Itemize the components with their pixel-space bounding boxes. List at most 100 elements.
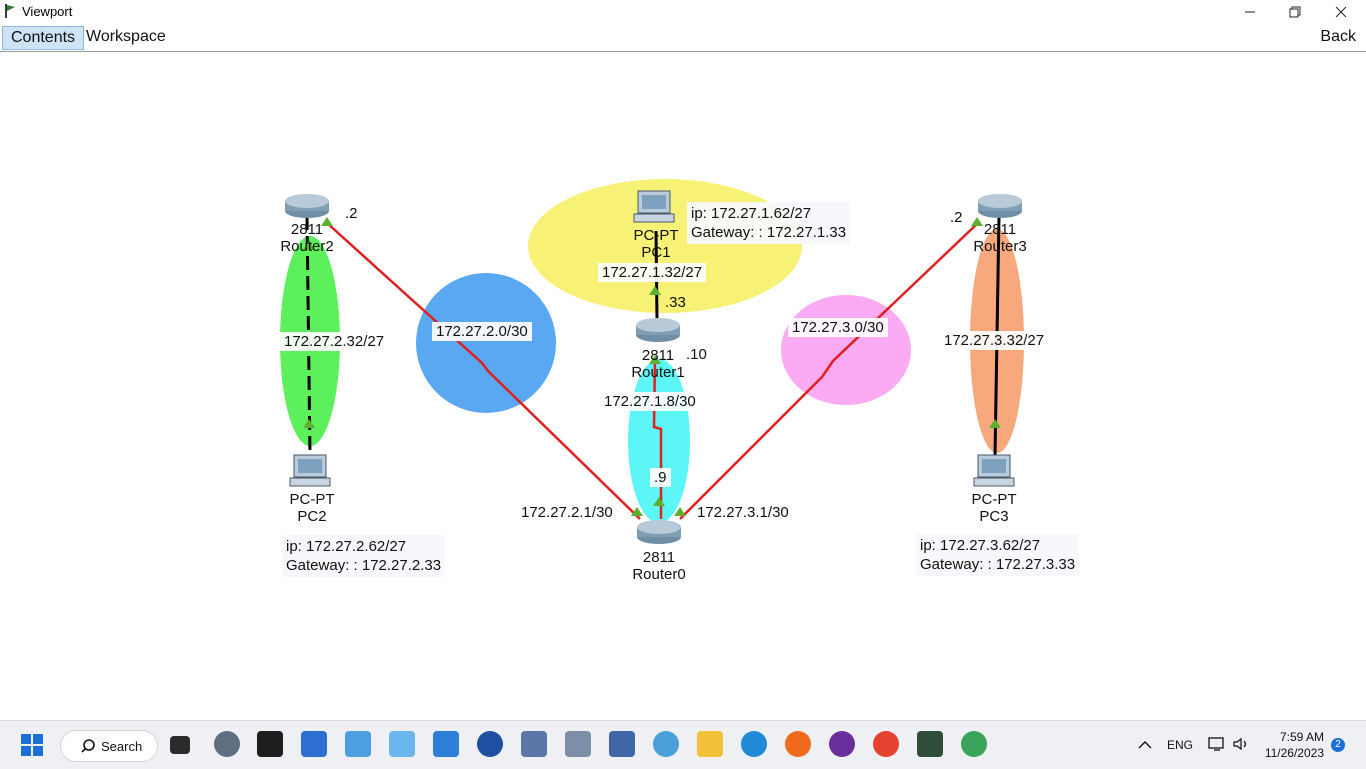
remote-desktop-icon[interactable] bbox=[345, 731, 371, 757]
search-label: Search bbox=[101, 739, 143, 754]
pc1-label[interactable]: PC-PT PC1 bbox=[626, 227, 686, 261]
pc3-info-note: ip: 172.27.3.62/27 Gateway: : 172.27.3.3… bbox=[916, 534, 1080, 576]
pc2-label[interactable]: PC-PT PC2 bbox=[282, 491, 342, 525]
workspace-tab[interactable]: Workspace bbox=[86, 28, 166, 45]
terminal-icon[interactable] bbox=[257, 731, 283, 757]
lan1-network-label: 172.27.1.32/27 bbox=[598, 263, 707, 282]
router0-r3-port-label: 172.27.3.1/30 bbox=[697, 504, 789, 521]
maximize-button[interactable] bbox=[1272, 0, 1318, 23]
pc1-name: PC1 bbox=[641, 244, 671, 261]
settings-icon[interactable] bbox=[214, 731, 240, 757]
router0-r2-port-label: 172.27.2.1/30 bbox=[521, 504, 613, 521]
volume-icon[interactable] bbox=[1232, 736, 1250, 752]
notepad-icon[interactable] bbox=[433, 731, 459, 757]
network-status-icon[interactable] bbox=[1208, 736, 1226, 752]
pc3-ip: ip: 172.27.3.62/27 bbox=[920, 537, 1041, 554]
router0-name: Router0 bbox=[632, 566, 686, 583]
start-icon[interactable] bbox=[21, 734, 43, 756]
pc2-model: PC-PT bbox=[289, 491, 335, 508]
topology-canvas[interactable]: 2811 Router2 2811 Router3 2811 Router1 2… bbox=[0, 51, 1366, 721]
file-explorer-icon[interactable] bbox=[697, 731, 723, 757]
pc2-gateway: Gateway: : 172.27.2.33 bbox=[286, 557, 442, 574]
lan2-network-label: 172.27.2.32/27 bbox=[280, 332, 389, 351]
title-bar: Viewport bbox=[0, 0, 1366, 23]
wan1-network-label: 172.27.1.8/30 bbox=[600, 392, 700, 411]
router1-wan-port-label: .10 bbox=[686, 346, 707, 363]
edge-icon[interactable] bbox=[741, 731, 767, 757]
link-router0-router2 bbox=[326, 222, 641, 520]
lan3-network-label: 172.27.3.32/27 bbox=[940, 331, 1049, 350]
language-indicator[interactable]: ENG bbox=[1167, 738, 1194, 752]
clock-date: 11/26/2023 bbox=[1264, 746, 1324, 760]
router1-label[interactable]: 2811 Router1 bbox=[628, 347, 688, 381]
network-icon[interactable] bbox=[389, 731, 415, 757]
minimize-icon bbox=[1245, 11, 1255, 12]
packet-tracer-2-icon[interactable] bbox=[917, 731, 943, 757]
media-icon[interactable] bbox=[829, 731, 855, 757]
router2-label[interactable]: 2811 Router2 bbox=[280, 221, 334, 255]
window-title: Viewport bbox=[22, 4, 73, 19]
clock[interactable]: 7:59 AM 11/26/2023 bbox=[1258, 729, 1324, 761]
search-icon bbox=[81, 739, 95, 753]
pc1-ip: ip: 172.27.1.62/27 bbox=[691, 205, 812, 222]
pc2-icon bbox=[289, 454, 331, 487]
pc2-name: PC2 bbox=[297, 508, 327, 525]
router0-r1-port-label: .9 bbox=[650, 468, 671, 487]
pc3-label[interactable]: PC-PT PC3 bbox=[964, 491, 1024, 525]
task-view-icon[interactable] bbox=[170, 736, 190, 754]
close-button[interactable] bbox=[1318, 0, 1364, 23]
contents-tab[interactable]: Contents bbox=[2, 26, 85, 50]
pc2-ip: ip: 172.27.2.62/27 bbox=[286, 538, 407, 555]
store-icon[interactable] bbox=[301, 731, 327, 757]
chrome-profile-icon[interactable] bbox=[961, 731, 987, 757]
packet-tracer-icon[interactable] bbox=[609, 731, 635, 757]
pc3-gateway: Gateway: : 172.27.3.33 bbox=[920, 556, 1076, 573]
network-monitor-icon[interactable] bbox=[565, 731, 591, 757]
router2-icon bbox=[285, 194, 329, 218]
pc3-model: PC-PT bbox=[971, 491, 1017, 508]
link-router0-router3 bbox=[679, 222, 979, 520]
browser-globe-icon[interactable] bbox=[477, 731, 503, 757]
router1-name: Router1 bbox=[631, 364, 685, 381]
wan2-area bbox=[416, 273, 556, 413]
pc1-info-note: ip: 172.27.1.62/27 Gateway: : 172.27.1.3… bbox=[687, 202, 851, 244]
pc3-name: PC3 bbox=[979, 508, 1009, 525]
minimize-button[interactable] bbox=[1227, 0, 1273, 23]
router3-port-label: .2 bbox=[950, 209, 963, 226]
back-button[interactable]: Back bbox=[1320, 28, 1356, 45]
router3-icon bbox=[978, 194, 1022, 218]
close-icon bbox=[1335, 6, 1347, 17]
menu-bar: Contents Workspace Back bbox=[0, 23, 1366, 51]
router2-model: 2811 bbox=[290, 221, 324, 238]
router0-icon bbox=[637, 520, 681, 544]
chrome-icon[interactable] bbox=[873, 731, 899, 757]
chevron-up-icon[interactable] bbox=[1138, 739, 1152, 749]
restore-icon bbox=[1289, 6, 1301, 17]
wan2-network-label: 172.27.2.0/30 bbox=[432, 322, 532, 341]
router0-label[interactable]: 2811 Router0 bbox=[628, 549, 690, 583]
notification-badge[interactable]: 2 bbox=[1331, 738, 1345, 752]
pc1-icon bbox=[633, 190, 675, 223]
router3-label[interactable]: 2811 Router3 bbox=[972, 221, 1028, 255]
router3-model: 2811 bbox=[983, 221, 1017, 238]
taskbar-search-box[interactable]: Search bbox=[60, 730, 158, 762]
router2-name: Router2 bbox=[280, 238, 334, 255]
pc3-icon bbox=[973, 454, 1015, 487]
pc1-gateway: Gateway: : 172.27.1.33 bbox=[691, 224, 847, 241]
camera-icon[interactable] bbox=[653, 731, 679, 757]
router2-port-label: .2 bbox=[345, 205, 358, 222]
wan3-network-label: 172.27.3.0/30 bbox=[788, 318, 888, 337]
packet-tracer-app-icon bbox=[5, 4, 15, 18]
pc1-model: PC-PT bbox=[633, 227, 679, 244]
topology-drawing bbox=[280, 179, 1024, 544]
router3-name: Router3 bbox=[973, 238, 1027, 255]
clock-time: 7:59 AM bbox=[1279, 730, 1324, 744]
taskbar: Search ENG 7:59 AM 11/26/2023 2 bbox=[0, 720, 1366, 769]
network-tool-icon[interactable] bbox=[521, 731, 547, 757]
pc2-info-note: ip: 172.27.2.62/27 Gateway: : 172.27.2.3… bbox=[282, 535, 446, 577]
firefox-icon[interactable] bbox=[785, 731, 811, 757]
router1-icon bbox=[636, 318, 680, 342]
router1-model: 2811 bbox=[641, 347, 675, 364]
router0-model: 2811 bbox=[642, 549, 676, 566]
router1-lan-port-label: .33 bbox=[665, 294, 686, 311]
